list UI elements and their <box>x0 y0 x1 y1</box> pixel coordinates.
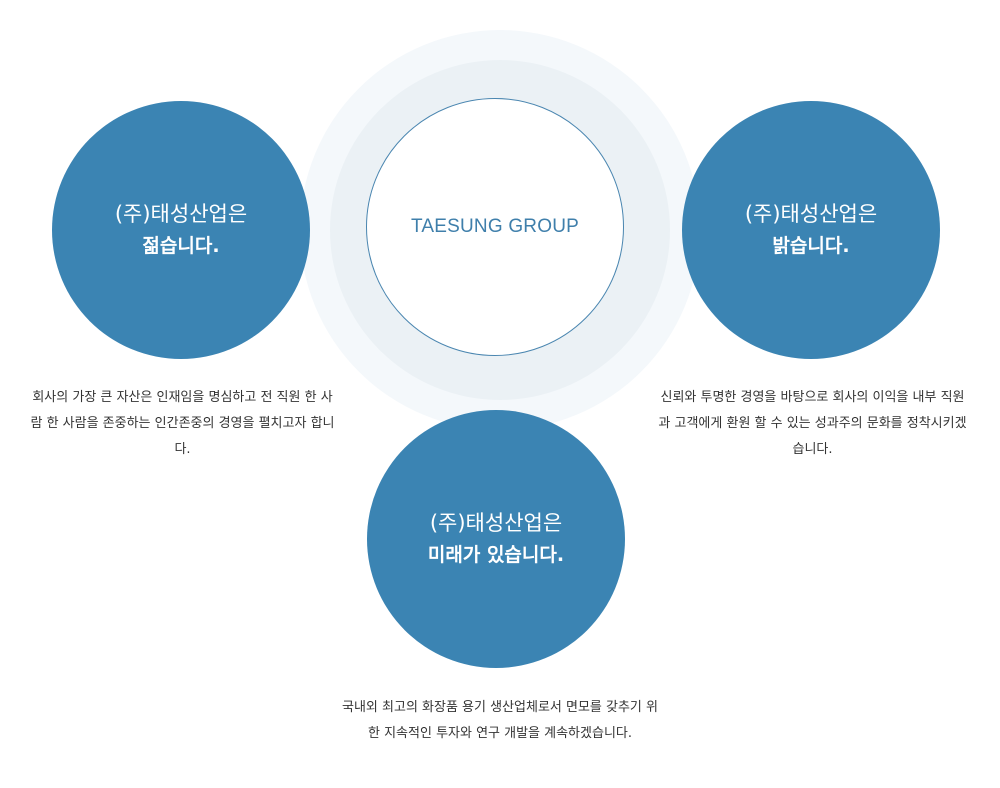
young-headline: 젊습니다. <box>142 234 220 257</box>
bright-description: 신뢰와 투명한 경영을 바탕으로 회사의 이익을 내부 직원과 고객에게 환원 … <box>658 390 967 457</box>
bright-subtitle: (주)태성산업은 <box>744 202 878 227</box>
center-title: TAESUNG GROUP <box>411 216 579 237</box>
young-circle: (주)태성산업은 젊습니다. <box>52 101 310 359</box>
future-headline: 미래가 있습니다. <box>427 543 565 566</box>
young-description: 회사의 가장 큰 자산은 인재임을 명심하고 전 직원 한 사람 한 사람을 존… <box>30 390 335 457</box>
bright-headline: 밝습니다. <box>772 234 850 257</box>
future-circle: (주)태성산업은 미래가 있습니다. <box>367 410 625 668</box>
bright-circle: (주)태성산업은 밝습니다. <box>682 101 940 359</box>
future-description: 국내외 최고의 화장품 용기 생산업체로서 면모를 갖추기 위한 지속적인 투자… <box>342 700 658 741</box>
future-subtitle: (주)태성산업은 <box>429 511 563 536</box>
center-circle: TAESUNG GROUP <box>366 98 624 356</box>
young-subtitle: (주)태성산업은 <box>114 202 248 227</box>
